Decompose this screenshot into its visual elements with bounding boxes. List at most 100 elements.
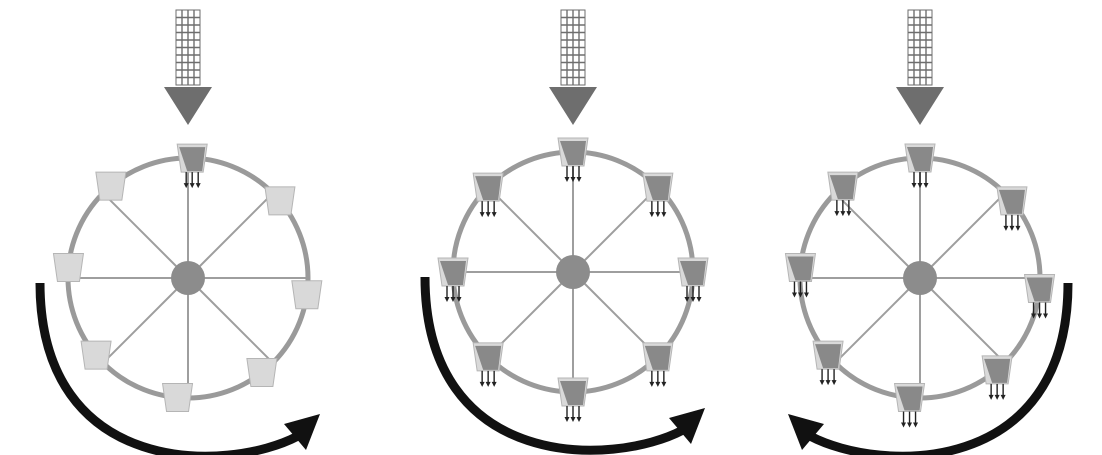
drip-arrow-icon — [577, 417, 582, 422]
wheel-panel-2 — [438, 138, 708, 422]
bucket — [828, 172, 858, 216]
drip-arrow-icon — [907, 423, 912, 428]
drip-arrow-icon — [1015, 226, 1020, 231]
drip-arrow-icon — [846, 211, 851, 216]
bucket-body — [163, 384, 193, 412]
bucket — [53, 254, 83, 282]
drip-arrow-icon — [1037, 313, 1042, 318]
spoke — [920, 193, 1005, 278]
bucket — [473, 343, 503, 387]
bucket — [813, 341, 843, 385]
drip-arrow-icon — [697, 297, 702, 302]
bucket — [643, 343, 673, 387]
drip-arrow-icon — [486, 212, 491, 217]
bucket — [292, 281, 322, 309]
inflow-arrow-2 — [549, 10, 597, 125]
drip-arrow-icon — [792, 293, 797, 298]
bucket-body — [53, 254, 83, 282]
drip-arrow-icon — [924, 183, 929, 188]
bucket — [1025, 274, 1055, 318]
drip-arrow-icon — [661, 382, 666, 387]
drip-arrow-icon — [995, 395, 1000, 400]
drip-arrow-icon — [918, 183, 923, 188]
wheel-hub — [556, 255, 590, 289]
drip-arrow-icon — [655, 212, 660, 217]
bucket — [785, 254, 815, 298]
bucket-body — [265, 187, 295, 215]
rotation-arc — [810, 283, 1068, 455]
drip-arrow-icon — [1001, 395, 1006, 400]
drip-arrow-icon — [196, 183, 201, 188]
bucket — [473, 173, 503, 217]
rotation-arrow-1 — [40, 283, 320, 455]
drip-arrow-icon — [445, 297, 450, 302]
drip-arrow-icon — [565, 177, 570, 182]
bucket-body — [292, 281, 322, 309]
spoke — [103, 278, 188, 363]
drip-arrow-icon — [486, 382, 491, 387]
wheel-panel-3 — [785, 144, 1054, 428]
spoke — [835, 193, 920, 278]
drip-arrow-icon — [834, 211, 839, 216]
bucket — [678, 258, 708, 302]
bucket — [247, 359, 277, 387]
spoke — [188, 193, 273, 278]
spoke — [488, 187, 573, 272]
wheel-hub — [903, 261, 937, 295]
drip-arrow-icon — [565, 417, 570, 422]
down-arrow-icon — [549, 87, 597, 125]
rotation-arc — [425, 277, 683, 450]
bucket — [163, 384, 193, 412]
bucket-body — [247, 359, 277, 387]
drip-arrow-icon — [989, 395, 994, 400]
bucket — [265, 187, 295, 215]
drip-arrow-icon — [655, 382, 660, 387]
bucket — [905, 144, 935, 188]
inflow-arrow-1 — [164, 10, 212, 125]
spoke — [835, 278, 920, 363]
drip-arrow-icon — [901, 423, 906, 428]
wheel-panel-1 — [53, 144, 321, 411]
down-arrow-icon — [896, 87, 944, 125]
bucket — [177, 144, 207, 188]
bucket — [438, 258, 468, 302]
bucket-body — [81, 341, 111, 369]
spoke — [920, 278, 1005, 363]
drip-arrow-icon — [1003, 226, 1008, 231]
bucket-body — [96, 172, 126, 200]
drip-arrow-icon — [480, 212, 485, 217]
drip-arrow-icon — [649, 212, 654, 217]
drip-arrow-icon — [913, 423, 918, 428]
bucket — [96, 172, 126, 200]
drip-arrow-icon — [804, 293, 809, 298]
spoke — [188, 278, 273, 363]
drip-arrow-icon — [577, 177, 582, 182]
drip-arrow-icon — [840, 211, 845, 216]
drip-arrow-icon — [649, 382, 654, 387]
drip-arrow-icon — [571, 417, 576, 422]
drip-arrow-icon — [190, 183, 195, 188]
drip-arrow-icon — [492, 212, 497, 217]
bucket — [643, 173, 673, 217]
bucket — [997, 187, 1027, 231]
spoke — [103, 193, 188, 278]
drip-arrow-icon — [1043, 313, 1048, 318]
wheel-hub — [171, 261, 205, 295]
bucket — [982, 356, 1012, 400]
drip-arrow-icon — [480, 382, 485, 387]
drip-arrow-icon — [571, 177, 576, 182]
bucket — [895, 384, 925, 428]
drip-arrow-icon — [832, 380, 837, 385]
down-arrow-icon — [164, 87, 212, 125]
bucket — [558, 378, 588, 422]
spoke — [573, 187, 658, 272]
inflow-arrow-3 — [896, 10, 944, 125]
drip-arrow-icon — [492, 382, 497, 387]
drip-arrow-icon — [912, 183, 917, 188]
bucket — [81, 341, 111, 369]
drip-arrow-icon — [820, 380, 825, 385]
drip-arrow-icon — [661, 212, 666, 217]
bucket — [558, 138, 588, 182]
